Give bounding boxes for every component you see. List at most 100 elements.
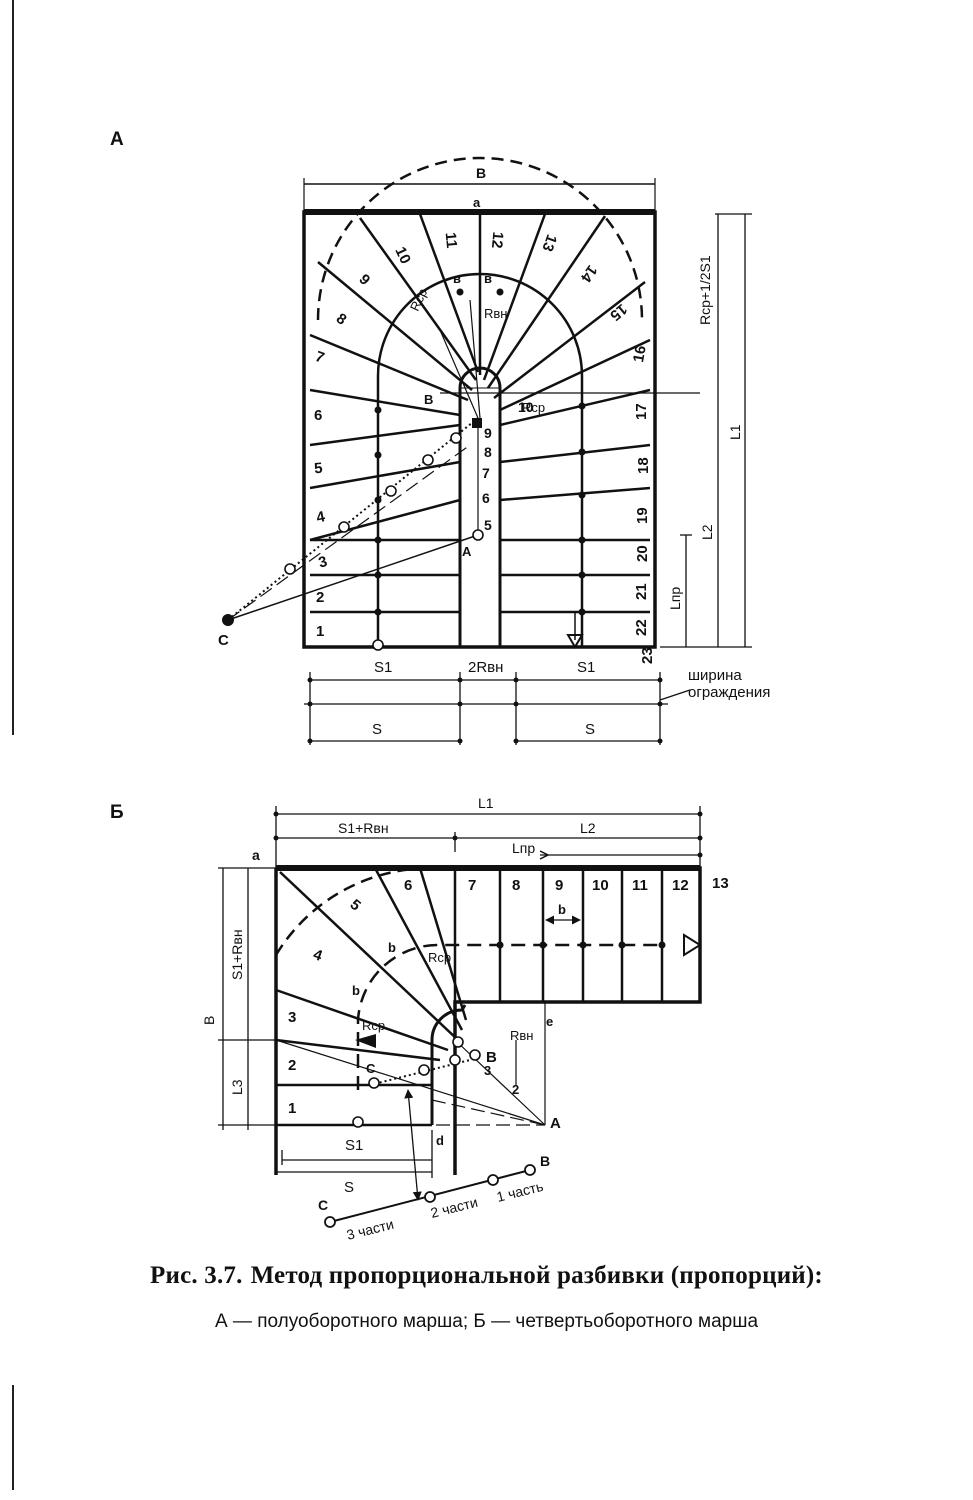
top-dim-dots-b — [273, 811, 703, 858]
svg-text:С: С — [366, 1061, 376, 1076]
figure-title: Метод пропорциональной разбивки (пропорц… — [250, 1262, 823, 1289]
winder-lines-b — [275, 867, 468, 1087]
svg-text:S1: S1 — [345, 1137, 363, 1154]
svg-text:13: 13 — [712, 875, 729, 892]
stair-outline-b — [276, 866, 702, 1175]
svg-text:А: А — [550, 1115, 561, 1132]
svg-text:2Rвн: 2Rвн — [468, 659, 503, 676]
svg-text:20: 20 — [634, 545, 651, 562]
svg-text:10: 10 — [391, 244, 413, 266]
svg-text:18: 18 — [635, 457, 652, 474]
svg-text:9: 9 — [555, 877, 563, 894]
svg-text:1: 1 — [288, 1100, 296, 1117]
arc-r-sr-b — [274, 867, 456, 956]
svg-text:19: 19 — [634, 507, 651, 524]
svg-text:3 части: 3 части — [345, 1216, 395, 1243]
svg-text:L1: L1 — [478, 795, 494, 811]
svg-text:S: S — [585, 721, 595, 738]
svg-text:S1+Rвн: S1+Rвн — [338, 820, 389, 836]
right-dimension-labels-a: Rср+1/2S1 L1 L2 Lпр — [667, 255, 743, 610]
panel-a-diagram: А В а — [110, 129, 770, 745]
svg-text:6: 6 — [482, 490, 490, 506]
svg-text:L2: L2 — [580, 820, 596, 836]
left-flight-steps — [309, 213, 480, 614]
proportion-points-b — [352, 1036, 481, 1128]
svg-text:ширина: ширина — [688, 667, 742, 684]
svg-text:в: в — [484, 271, 492, 286]
svg-text:6: 6 — [404, 877, 412, 894]
svg-text:S1: S1 — [577, 659, 595, 676]
svg-text:21: 21 — [633, 583, 650, 600]
svg-text:2: 2 — [288, 1057, 296, 1074]
svg-text:17: 17 — [633, 403, 650, 420]
svg-text:12: 12 — [672, 877, 689, 894]
svg-text:7: 7 — [482, 465, 490, 481]
svg-text:b: b — [388, 940, 396, 955]
svg-text:4: 4 — [311, 946, 325, 965]
svg-text:b: b — [352, 983, 360, 998]
labels-b: b b b Rср Rср Rвн е В С А d 3 2 — [352, 902, 566, 1148]
svg-text:10: 10 — [592, 877, 609, 894]
svg-text:L3: L3 — [229, 1079, 245, 1095]
svg-text:5: 5 — [313, 460, 323, 478]
construction-lines-b — [275, 945, 546, 1126]
top-labels-b: L1 S1+Rвн L2 Lпр а — [252, 795, 596, 863]
right-dimensions-a — [660, 213, 752, 648]
svg-text:Rвн: Rвн — [510, 1028, 533, 1043]
svg-text:3: 3 — [484, 1063, 491, 1078]
svg-text:е: е — [546, 1014, 553, 1029]
panel-b-label: Б — [110, 802, 124, 823]
svg-text:5: 5 — [484, 517, 492, 533]
panel-b-diagram: Б L1 S1+Rвн L2 Lпр а — [110, 795, 729, 1243]
stair-well — [458, 366, 502, 647]
proportion-points — [284, 432, 484, 651]
bottom-labels-a: S1 2Rвн S1 S S ширина ограждения — [372, 659, 770, 738]
svg-text:Rср: Rср — [362, 1018, 385, 1033]
svg-text:S1: S1 — [374, 659, 392, 676]
svg-text:S: S — [372, 721, 382, 738]
svg-text:5: 5 — [347, 896, 364, 914]
svg-text:9: 9 — [355, 271, 373, 289]
figure-caption-subtitle: А — полуоборотного марша; Б — четвертьоб… — [214, 1311, 759, 1332]
svg-text:Rвн: Rвн — [484, 306, 507, 321]
svg-text:3: 3 — [317, 553, 329, 572]
dim-b-label: В — [476, 165, 486, 181]
svg-text:2: 2 — [316, 589, 324, 606]
svg-text:11: 11 — [632, 877, 648, 894]
inner-curve-b — [430, 1004, 467, 1125]
svg-text:1: 1 — [316, 623, 324, 640]
svg-text:В: В — [486, 1049, 497, 1066]
svg-text:7: 7 — [313, 348, 327, 367]
svg-text:9: 9 — [484, 425, 492, 441]
bottom-labels-b: S1 S — [344, 1137, 363, 1196]
svg-text:b: b — [558, 902, 566, 917]
top-dimensions-b — [275, 806, 701, 868]
svg-text:8: 8 — [512, 877, 520, 894]
svg-text:3: 3 — [288, 1009, 296, 1026]
point-a-top: а — [473, 195, 481, 210]
svg-text:2: 2 — [512, 1082, 519, 1097]
svg-text:Lпр: Lпр — [512, 840, 535, 856]
svg-text:В: В — [424, 392, 433, 407]
svg-text:С: С — [218, 632, 229, 649]
svg-text:Rср: Rср — [428, 950, 451, 965]
proportion-scale — [324, 1164, 536, 1228]
figure-caption-title: Рис. 3.7.Метод пропорциональной разбивки… — [0, 1262, 973, 1290]
svg-text:В: В — [540, 1153, 550, 1169]
point-c — [222, 614, 234, 626]
svg-text:22: 22 — [633, 619, 650, 636]
margin-mark-top — [12, 0, 14, 735]
svg-text:ограждения: ограждения — [688, 684, 770, 701]
svg-text:2 части: 2 части — [429, 1194, 479, 1221]
svg-text:1 часть: 1 часть — [495, 1178, 545, 1205]
right-flight-steps — [478, 213, 651, 614]
left-dim-labels-b: В S1+Rвн L3 — [201, 929, 245, 1095]
svg-text:S: S — [344, 1179, 354, 1196]
svg-text:L2: L2 — [699, 524, 715, 540]
bottom-dimensions-a — [304, 672, 691, 745]
arc-r-sr-b2 — [356, 943, 662, 1090]
right-flight-dots-b — [496, 941, 666, 949]
svg-text:Lпр: Lпр — [667, 587, 683, 610]
